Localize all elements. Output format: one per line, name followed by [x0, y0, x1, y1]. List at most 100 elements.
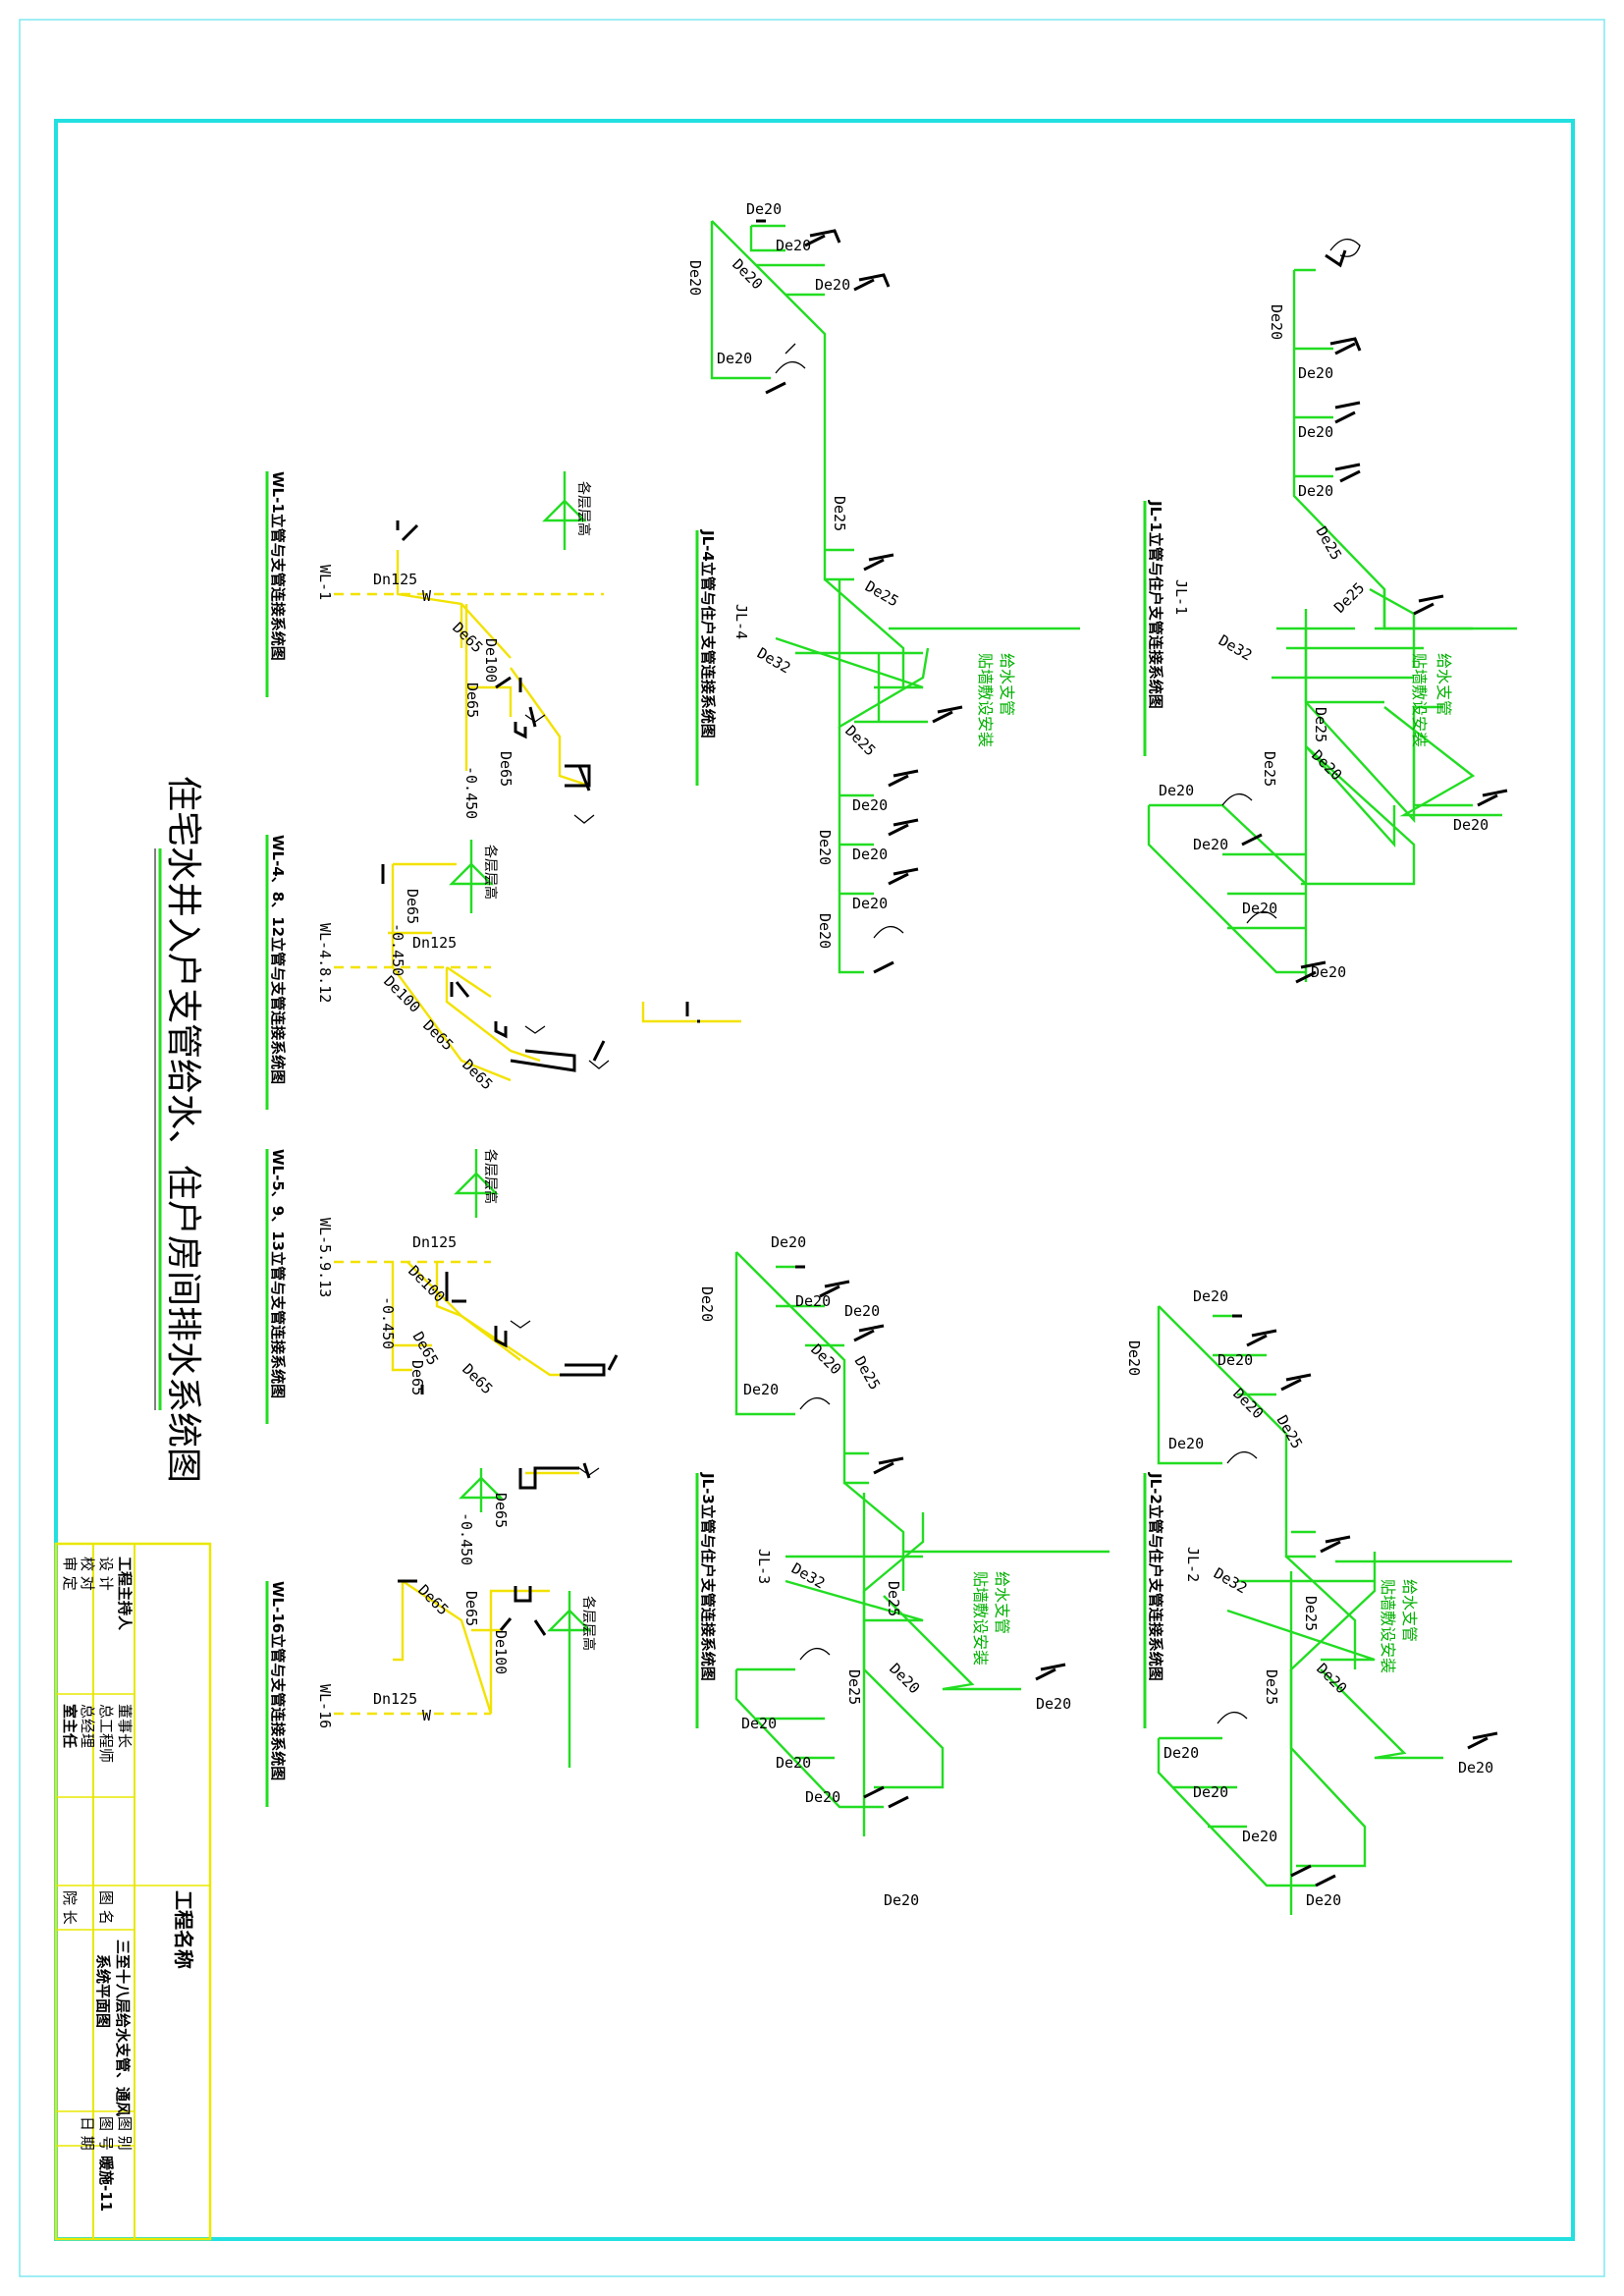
wl4-riser-label: WL-4.8.12	[316, 923, 334, 1003]
svg-text:De20: De20	[852, 846, 888, 863]
tb-role-1: 设 计	[97, 1557, 115, 1591]
svg-text:De65: De65	[459, 1056, 496, 1093]
svg-text:De20: De20	[884, 1891, 919, 1909]
jl4-note-1: 给水支管	[998, 653, 1016, 716]
svg-text:De100: De100	[482, 638, 500, 683]
svg-text:De25: De25	[1330, 579, 1368, 617]
svg-text:W: W	[422, 587, 432, 605]
svg-text:De20: De20	[1453, 816, 1489, 834]
jl3-note-1: 给水支管	[993, 1571, 1011, 1634]
jl1-note-2: 贴墙敷设安装	[1410, 653, 1429, 747]
svg-text:Dn125: Dn125	[412, 934, 457, 952]
svg-text:De20: De20	[886, 1660, 923, 1697]
svg-text:De20: De20	[1193, 1783, 1228, 1801]
svg-text:De20: De20	[1193, 836, 1228, 853]
svg-text:De20: De20	[1298, 364, 1333, 382]
svg-text:De20: De20	[816, 913, 834, 949]
wl16-riser-label: WL-16	[316, 1684, 334, 1728]
svg-text:De20: De20	[746, 200, 782, 218]
svg-text:De20: De20	[686, 260, 704, 296]
svg-text:De25: De25	[885, 1581, 902, 1616]
jl1-diagram: De20 De20 De20 De20 De25 De25 De32 De25 …	[1143, 239, 1517, 984]
wl16-diagram: De65 -0.450 De65 De65 De100 Dn125 W WL-1…	[265, 1462, 600, 1807]
wl4-floor-note: 各层层高	[482, 845, 499, 900]
wl16-floor-note: 各层层高	[580, 1596, 597, 1651]
svg-text:-0.450: -0.450	[389, 923, 406, 976]
tb-extra-0: 董事长	[116, 1704, 134, 1748]
tb-role-3: 审 定	[61, 1557, 79, 1591]
svg-text:De65: De65	[462, 1591, 480, 1626]
svg-text:De20: De20	[852, 796, 888, 814]
tb-project-label: 工程名称	[172, 1890, 195, 1969]
svg-text:De20: De20	[815, 276, 850, 294]
jl4-diagram: De20 De20 De20 De20 De20 De20 De25 De25 …	[641, 200, 1080, 1023]
svg-text:De20: De20	[1125, 1340, 1143, 1376]
jl2-title: JL-2立管与住户支管连接系统图	[1147, 1472, 1164, 1681]
wl1-diagram: Dn125 De100 De65 De65 De65 -0.450 W WL-1…	[265, 471, 604, 824]
tb-category-label: 图 别	[116, 2116, 134, 2151]
jl1-title: JL-1立管与住户支管连接系统图	[1147, 500, 1164, 709]
svg-text:JL-2: JL-2	[1184, 1547, 1202, 1582]
svg-text:De65: De65	[463, 683, 481, 718]
svg-text:Dn125: Dn125	[373, 1690, 417, 1708]
svg-text:De20: De20	[1193, 1287, 1228, 1305]
tb-date-label: 日 期	[79, 2116, 96, 2151]
svg-text:W: W	[422, 1707, 432, 1724]
svg-text:De20: De20	[1036, 1695, 1071, 1713]
svg-text:De25: De25	[1261, 751, 1278, 787]
jl3-diagram: De20 De20 De20 De20 De20 De20 De25 De25 …	[695, 1233, 1110, 1909]
svg-text:JL-4: JL-4	[732, 604, 750, 639]
tb-drawing-name: 三至十八层给水支管、通风	[114, 1940, 132, 2116]
wl4-title: WL-4、8、12立管与支管连接系统图	[269, 835, 287, 1084]
wl5-title: WL-5、9、13立管与支管连接系统图	[269, 1149, 287, 1398]
svg-text:De25: De25	[1302, 1596, 1320, 1631]
wl1-title: WL-1立管与支管连接系统图	[269, 471, 287, 661]
tb-drawing-name-2: 系统平面图	[94, 1954, 112, 2028]
jl4-note-2: 贴墙敷设安装	[976, 653, 995, 747]
svg-text:De25: De25	[1273, 1412, 1307, 1451]
svg-text:De100: De100	[405, 1262, 449, 1306]
inner-frame	[54, 119, 1575, 2241]
tb-role-0: 工程主持人	[116, 1557, 134, 1631]
svg-text:De20: De20	[776, 1754, 811, 1772]
svg-text:De20: De20	[698, 1286, 716, 1322]
svg-text:JL-1: JL-1	[1172, 579, 1190, 615]
svg-text:De25: De25	[841, 722, 879, 759]
svg-text:De20: De20	[1268, 304, 1285, 340]
title-block: 工程主持人 设 计 校 对 审 定 董事长 总工程师 总经理 室主任 工程名称 …	[54, 1542, 212, 2241]
svg-text:De32: De32	[754, 644, 793, 678]
svg-text:De20: De20	[1311, 963, 1346, 981]
svg-text:De65: De65	[408, 1360, 426, 1395]
svg-text:De20: De20	[741, 1715, 777, 1732]
jl2-diagram: De20 De20 De20 De20 De20 De25 De25 De32 …	[1125, 1287, 1512, 1915]
svg-text:-0.450: -0.450	[462, 766, 480, 819]
tb-role-7: 院 长	[61, 1890, 79, 1925]
svg-text:De20: De20	[1159, 782, 1194, 799]
svg-text:De32: De32	[1216, 631, 1255, 665]
svg-text:-0.450: -0.450	[379, 1296, 397, 1349]
svg-text:De20: De20	[1298, 423, 1333, 441]
svg-text:De20: De20	[1164, 1744, 1199, 1762]
svg-text:De20: De20	[717, 350, 752, 367]
svg-text:-0.450: -0.450	[458, 1512, 475, 1565]
wl5-diagram: Dn125 De100 -0.450 De65 De65 De65 WL-5.9…	[265, 1149, 619, 1424]
svg-text:Dn125: Dn125	[373, 571, 417, 588]
svg-text:De65: De65	[404, 889, 421, 924]
svg-text:De20: De20	[805, 1788, 840, 1806]
svg-text:De25: De25	[862, 577, 901, 611]
svg-text:De20: De20	[1458, 1759, 1493, 1777]
wl4-diagram: De65 -0.450 Dn125 De100 De65 De65 WL-4.8…	[265, 835, 610, 1110]
jl1-note-1: 给水支管	[1435, 653, 1453, 716]
svg-text:De20: De20	[771, 1233, 806, 1251]
svg-text:De20: De20	[795, 1292, 831, 1310]
main-title: 住宅水井入户支管给水、住户房间排水系统图	[154, 776, 203, 1483]
svg-text:De20: De20	[1242, 900, 1277, 917]
svg-text:De25: De25	[1312, 707, 1329, 742]
wl1-riser-label: WL-1	[316, 565, 334, 600]
jl3-note-2: 贴墙敷设安装	[971, 1571, 990, 1666]
jl2-note-2: 贴墙敷设安装	[1379, 1579, 1397, 1673]
svg-text:De20: De20	[776, 237, 811, 254]
svg-text:De25: De25	[831, 496, 848, 531]
svg-text:De20: De20	[729, 255, 766, 293]
